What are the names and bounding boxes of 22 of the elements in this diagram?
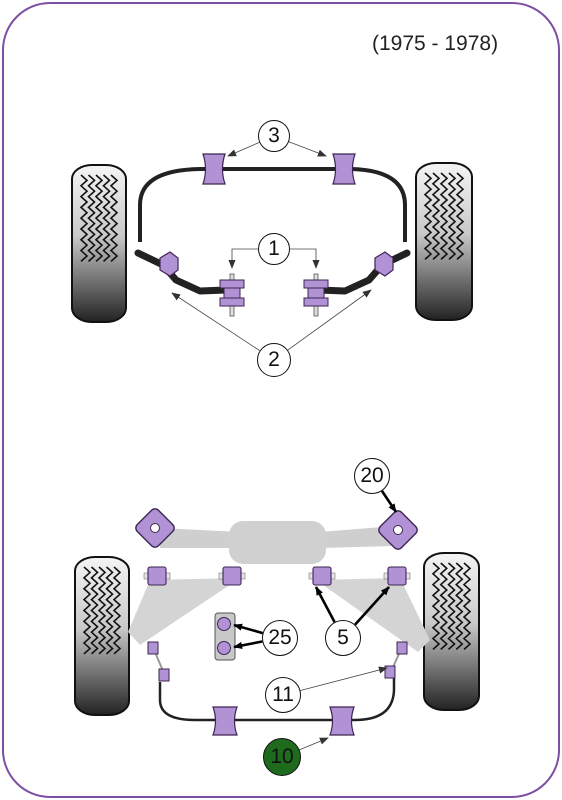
leader-line [314, 586, 336, 623]
leader-line [354, 586, 390, 626]
callout-number: 2 [257, 343, 291, 377]
leader-line [290, 248, 320, 269]
callout-number: 1 [258, 233, 290, 265]
leader-line [299, 738, 329, 750]
leader-line [227, 142, 260, 156]
leader-line [287, 289, 372, 350]
callout-number: 3 [258, 120, 290, 152]
leader-line [228, 248, 258, 269]
leader-line [233, 624, 264, 634]
leader-line [300, 666, 388, 691]
callout-number: 20 [354, 458, 390, 494]
leader-line [171, 292, 260, 352]
title: (1975 - 1978) [372, 32, 498, 56]
leader-line [380, 490, 398, 513]
callout-number: 10 [263, 738, 301, 776]
leader-line [288, 141, 327, 156]
leader-line [233, 640, 263, 649]
callout-number: 11 [265, 677, 301, 713]
callout-number: 5 [325, 620, 361, 656]
callout-number: 25 [262, 620, 298, 656]
